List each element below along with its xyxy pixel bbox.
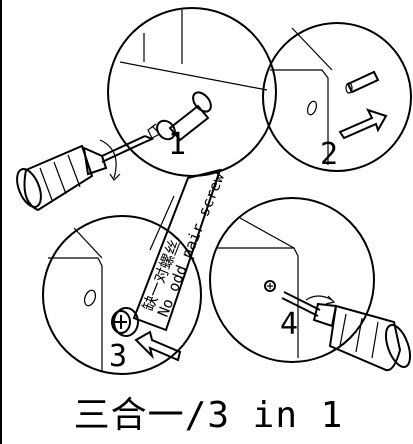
dowel-pin bbox=[345, 70, 380, 94]
step-number-3: 3 bbox=[109, 339, 127, 374]
caption-title: 三合一/3 in 1 bbox=[73, 395, 344, 436]
cam-lock bbox=[111, 307, 139, 337]
push-arrow-2 bbox=[338, 108, 388, 140]
panel-step-3: 3 bbox=[42, 215, 202, 375]
step-number-4: 4 bbox=[280, 307, 298, 342]
push-arrow-3 bbox=[134, 330, 182, 362]
screwdriver-right bbox=[281, 291, 412, 372]
screw-head-4 bbox=[264, 280, 276, 292]
step-number-2: 2 bbox=[320, 137, 338, 172]
panel-step-1: 1 bbox=[107, 7, 277, 177]
screwdriver-left bbox=[16, 135, 155, 212]
panel-step-4: 4 bbox=[209, 197, 375, 363]
cam-bolt bbox=[147, 91, 212, 142]
step-number-1: 1 bbox=[168, 127, 186, 162]
panel-step-2: 2 bbox=[262, 22, 412, 172]
